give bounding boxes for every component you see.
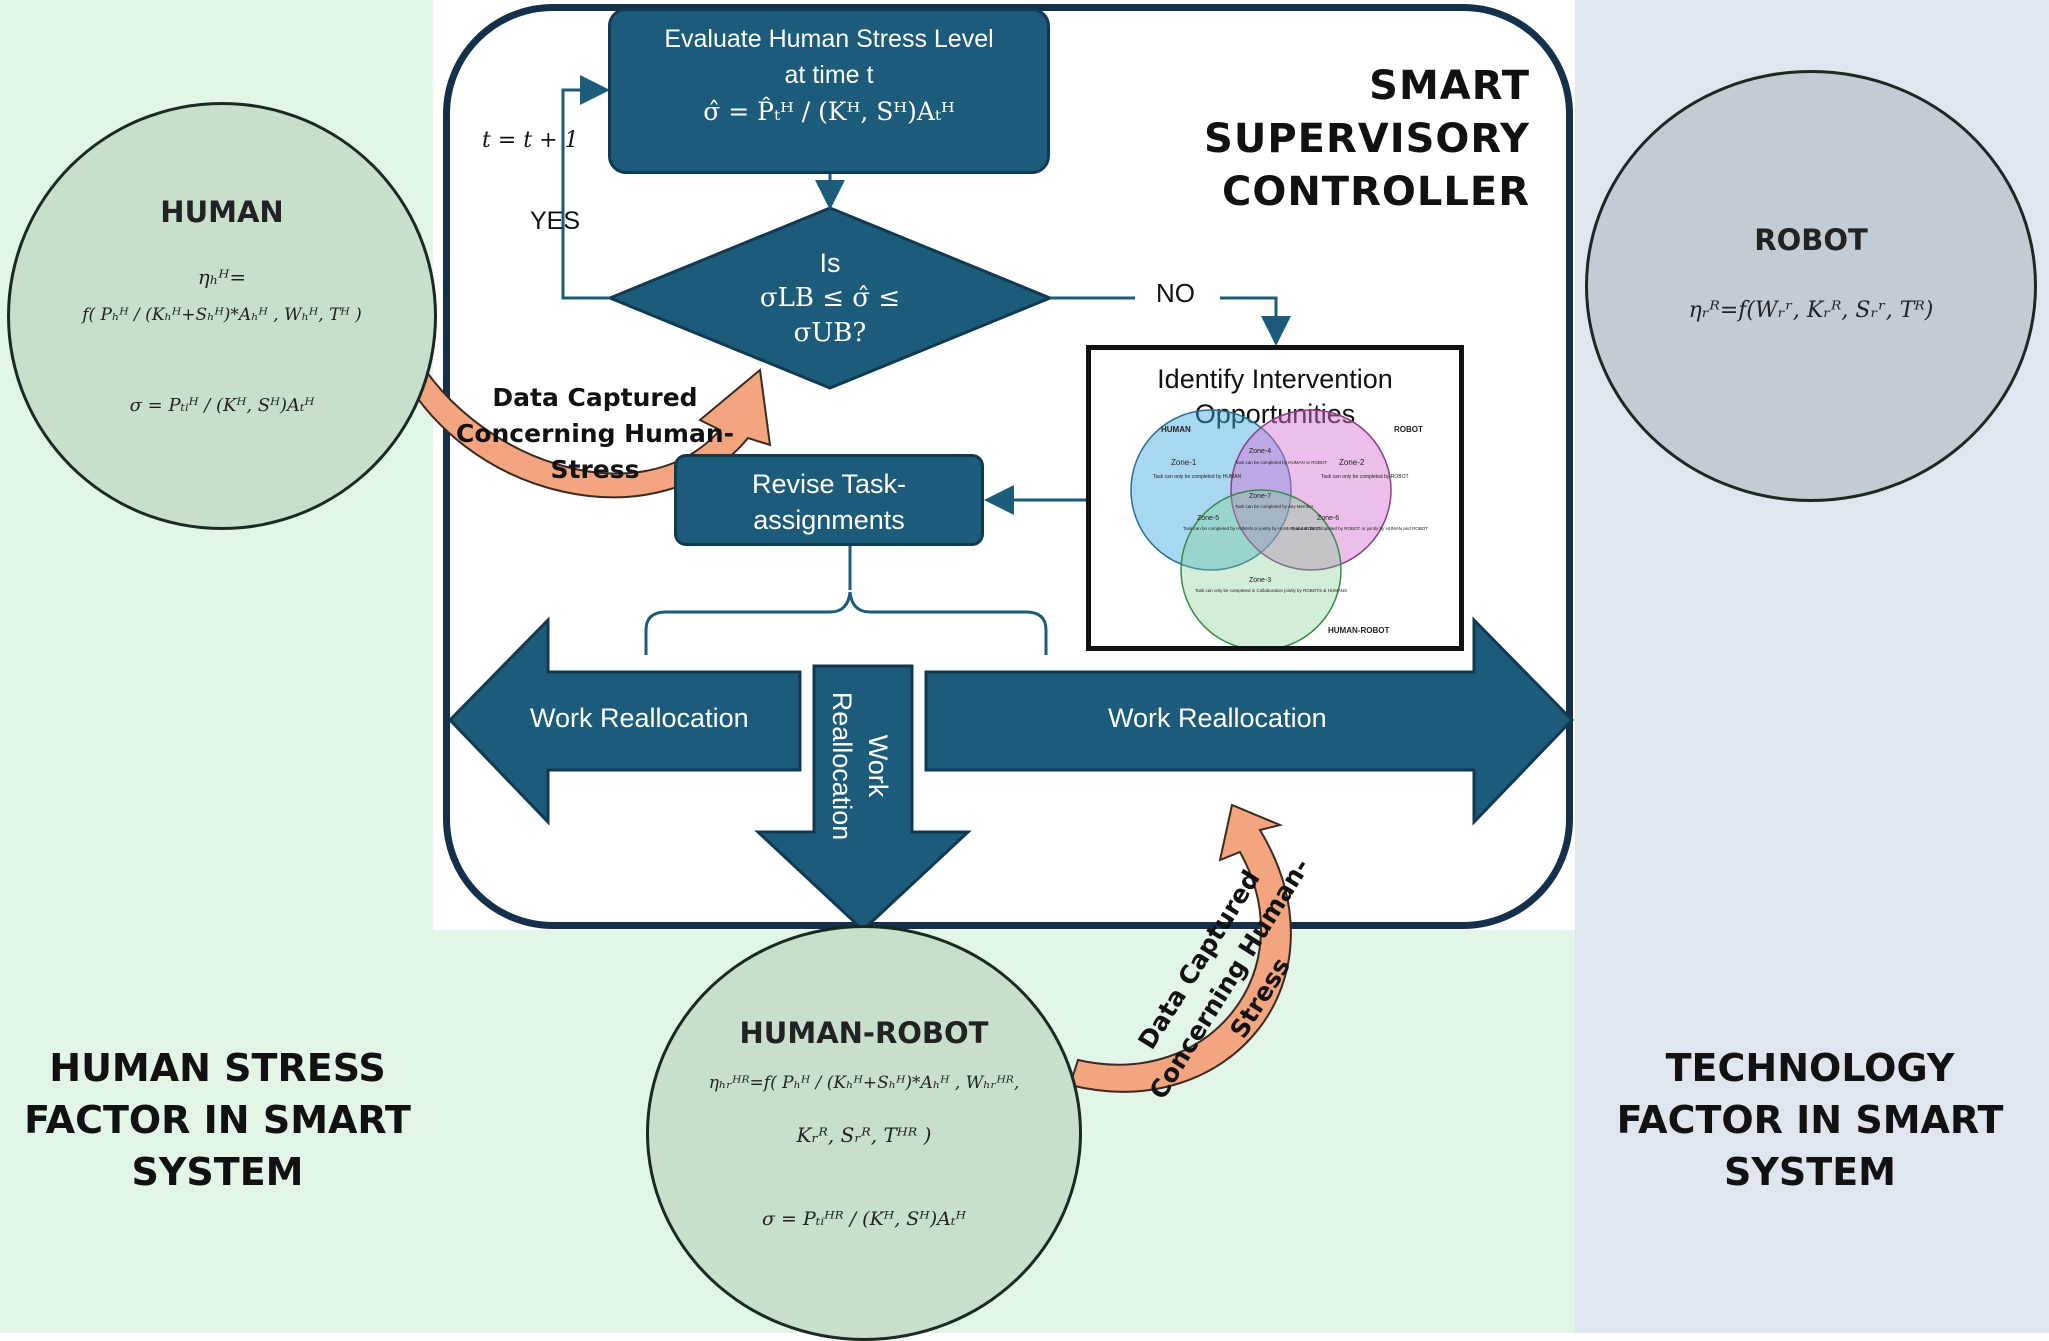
no-label: NO (1156, 278, 1195, 308)
venn-zone4-title: Zone-4 (1249, 448, 1271, 455)
revise-task-assignments-box: Revise Task- assignments (674, 454, 984, 546)
venn-zone1-title: Zone-1 (1171, 458, 1197, 467)
no-connector-2 (1220, 296, 1291, 346)
right-reallocation-arrow (924, 616, 1575, 826)
human-circle: HUMAN ηₕᴴ= f( Pₕᴴ / (Kₕᴴ+Sₕᴴ)*Aₕᴴ , Wₕᴴ,… (7, 102, 437, 530)
down-reallocation-label: Work Reallocation (827, 691, 893, 841)
venn-human-circle (1130, 409, 1292, 571)
yes-label: YES (530, 207, 581, 235)
robot-circle: ROBOT ηᵣᴿ=f(Wᵣʳ, Kᵣᴿ, Sᵣʳ, Tᴿ) (1585, 70, 2037, 502)
human-eq1-rhs: f( Pₕᴴ / (Kₕᴴ+Sₕᴴ)*Aₕᴴ , Wₕᴴ, Tᴴ ) (82, 305, 362, 325)
venn-diagram: HUMAN ROBOT HUMAN-ROBOT Zone-1 Task can … (1130, 409, 1428, 646)
venn-zone7-text: Task can be completed by any Member (1235, 504, 1314, 509)
evaluate-stress-box: Evaluate Human Stress Level at time t σ̂… (608, 8, 1050, 174)
venn-zone2-title: Zone-2 (1339, 458, 1365, 467)
venn-zone7-title: Zone-7 (1249, 493, 1271, 500)
venn-robot-circle (1230, 409, 1392, 571)
robot-eq: ηᵣᴿ=f(Wᵣʳ, Kᵣᴿ, Sᵣʳ, Tᴿ) (1688, 298, 1934, 323)
human-eq2: σ = Pₜᵢᴴ / (Kᴴ, Sᴴ)Aₜᴴ (129, 395, 315, 416)
human-stress-factor-label: HUMAN STRESS FACTOR IN SMART SYSTEM (24, 1046, 411, 1194)
venn-zone6-title: Zone-6 (1317, 515, 1339, 522)
controller-title: SMART SUPERVISORY CONTROLLER (1204, 63, 1530, 215)
venn-hr-circle (1180, 489, 1342, 646)
down-reallocation-arrow (754, 664, 972, 933)
decision-text: Is σLB ≤ σ̂ ≤ σUB? (759, 248, 901, 348)
curved-arrow-left (393, 343, 772, 499)
venn-zone6-text: Task can be completed by ROBOT or jointl… (1291, 526, 1428, 531)
venn-zone5-title: Zone-5 (1197, 515, 1219, 522)
human-title: HUMAN (160, 195, 284, 229)
venn-zone3-title: Zone-3 (1249, 577, 1271, 584)
venn-robot-label: ROBOT (1394, 425, 1423, 434)
decision-diamond (606, 206, 1054, 390)
venn-zone4-text: Task can be completed by HUMAN or ROBOT (1235, 460, 1328, 465)
venn-zone3-text: Task can only be completed in Collaborat… (1195, 588, 1347, 593)
human-robot-title: HUMAN-ROBOT (739, 1016, 989, 1050)
right-reallocation-label: Work Reallocation (1108, 703, 1327, 733)
curved-arrow-bottom (1068, 803, 1292, 1093)
identify-intervention-box: Identify Intervention Opportunities HUMA… (1086, 345, 1464, 651)
technology-factor-label: TECHNOLOGY FACTOR IN SMART SYSTEM (1616, 1046, 2004, 1194)
time-increment-label: t = t + 1 (482, 128, 579, 153)
human-robot-eq1b: Kᵣᴿ, Sᵣᴿ, Tᴴᴿ ) (796, 1123, 932, 1147)
venn-zone2-text: Task can only be completed by ROBOT (1321, 474, 1409, 480)
venn-hr-label: HUMAN-ROBOT (1328, 626, 1389, 635)
data-captured-label-left: Data Captured Concerning Human- Stress (455, 383, 734, 484)
venn-human-label: HUMAN (1161, 425, 1191, 434)
left-reallocation-label: Work Reallocation (530, 703, 749, 733)
human-robot-eq1: ηₕᵣᴴᴿ=f( Pₕᴴ / (Kₕᴴ+Sₕᴴ)*Aₕᴴ , Wₕᵣᴴᴿ, (708, 1073, 1020, 1093)
reallocation-brace (644, 591, 1048, 655)
yes-loop-connector (561, 75, 610, 300)
robot-title: ROBOT (1754, 223, 1868, 257)
venn-zone5-text: Task can be completed by HUMAN or jointl… (1183, 526, 1321, 531)
human-eq1-lhs: ηₕᴴ= (197, 265, 247, 289)
human-robot-eq2: σ = Pₜᵢᴴᴿ / (Kᴴ, Sᴴ)Aₜᴴ (761, 1208, 967, 1230)
left-reallocation-arrow (447, 616, 802, 826)
venn-zone1-text: Task can only be completed by HUMAN (1153, 474, 1241, 480)
identify-title: Identify Intervention Opportunities (1157, 364, 1393, 429)
human-robot-circle: HUMAN-ROBOT ηₕᵣᴴᴿ=f( Pₕᴴ / (Kₕᴴ+Sₕᴴ)*Aₕᴴ… (646, 925, 1082, 1341)
